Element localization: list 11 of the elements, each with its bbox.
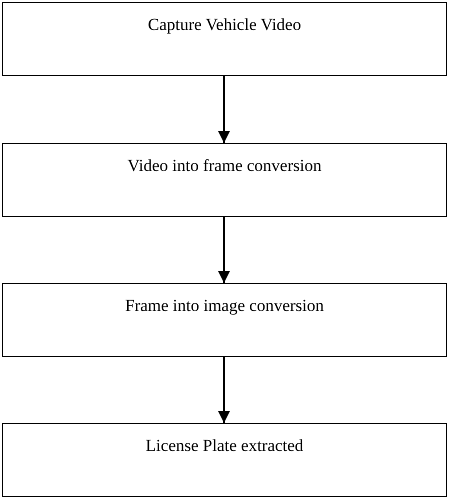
step-label: Capture Vehicle Video bbox=[148, 15, 302, 35]
step-label: Frame into image conversion bbox=[125, 296, 324, 316]
process-box bbox=[2, 423, 447, 497]
process-box bbox=[2, 143, 447, 217]
process-box bbox=[2, 2, 447, 76]
step-label: License Plate extracted bbox=[146, 436, 304, 456]
step-label: Video into frame conversion bbox=[128, 156, 322, 176]
arrow bbox=[218, 76, 230, 143]
arrow bbox=[218, 217, 230, 283]
process-box bbox=[2, 283, 447, 357]
arrow bbox=[218, 357, 230, 423]
